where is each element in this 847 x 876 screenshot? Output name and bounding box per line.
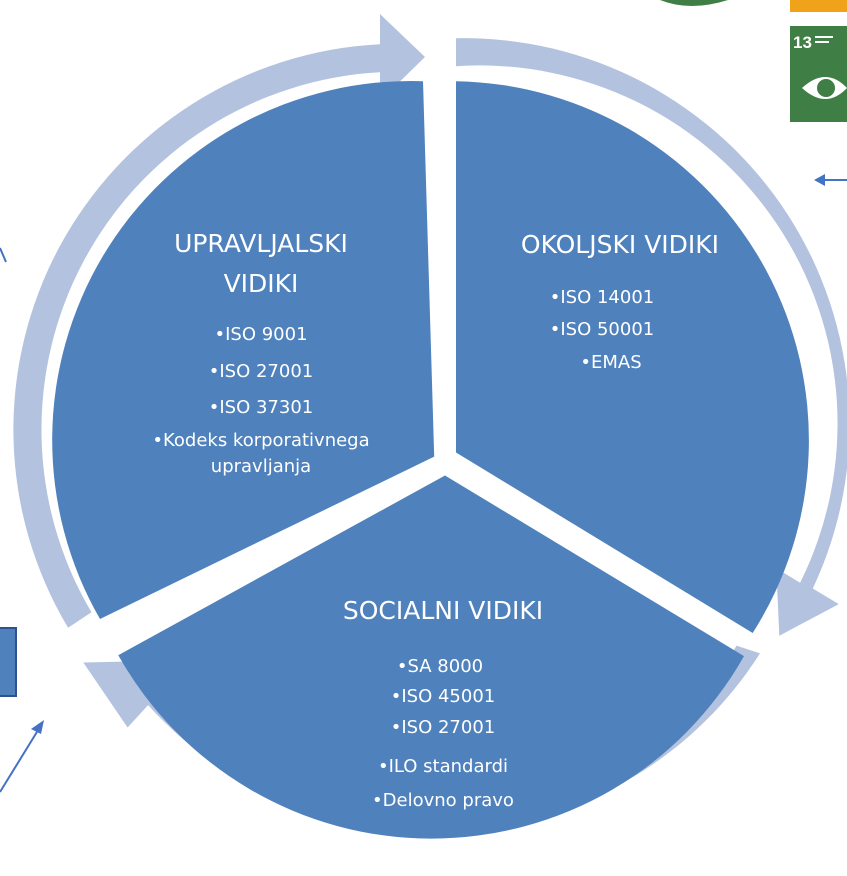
segment-item-okoljski-3: •EMAS	[580, 352, 641, 373]
segment-title-upravljalski-line1: UPRAVLJALSKI	[174, 229, 348, 258]
cropped-blue-box	[0, 627, 17, 697]
sdg-yellow-tile	[790, 0, 847, 12]
left-arrow-upper	[0, 247, 7, 263]
segment-title-socialni: SOCIALNI VIDIKI	[343, 596, 543, 625]
right-arrow	[814, 174, 847, 186]
segment-item-okoljski-2: •ISO 50001	[550, 319, 655, 340]
segment-item-upravljalski-1: •ISO 9001	[214, 324, 307, 345]
segment-item-upravljalski-2: •ISO 27001	[209, 361, 314, 382]
left-arrow-lower	[0, 720, 44, 793]
segment-socialni	[118, 475, 745, 839]
segment-item-upravljalski-3: •ISO 37301	[209, 397, 314, 418]
segment-item-okoljski-1: •ISO 14001	[550, 287, 655, 308]
segment-item-socialni-3: •ISO 27001	[391, 717, 496, 738]
cycle-arrow-to-okoljski	[13, 14, 425, 628]
segmented-circle	[52, 81, 809, 839]
segment-upravljalski	[52, 81, 435, 619]
segment-item-socialni-5: •Delovno pravo	[372, 790, 514, 811]
sdg-13-number: 13	[793, 33, 812, 52]
sdg-13-small-caption	[815, 36, 833, 43]
segment-title-okoljski: OKOLJSKI VIDIKI	[521, 230, 719, 259]
segment-item-upravljalski-4: •Kodeks korporativnega	[152, 430, 369, 451]
eye-earth-icon	[802, 77, 847, 99]
segment-item-upravljalski-5: upravljanja	[211, 456, 311, 477]
segment-item-socialni-1: •SA 8000	[397, 656, 483, 677]
cropped-green-badge	[660, 0, 728, 6]
segment-okoljski	[456, 81, 809, 633]
segment-title-upravljalski-line2: VIDIKI	[224, 269, 299, 298]
segment-item-socialni-4: •ILO standardi	[378, 756, 508, 777]
sdg-13-climate-tile: 13	[790, 26, 847, 122]
cycle-arrow-to-socialni	[456, 38, 847, 636]
segment-item-socialni-2: •ISO 45001	[391, 686, 496, 707]
